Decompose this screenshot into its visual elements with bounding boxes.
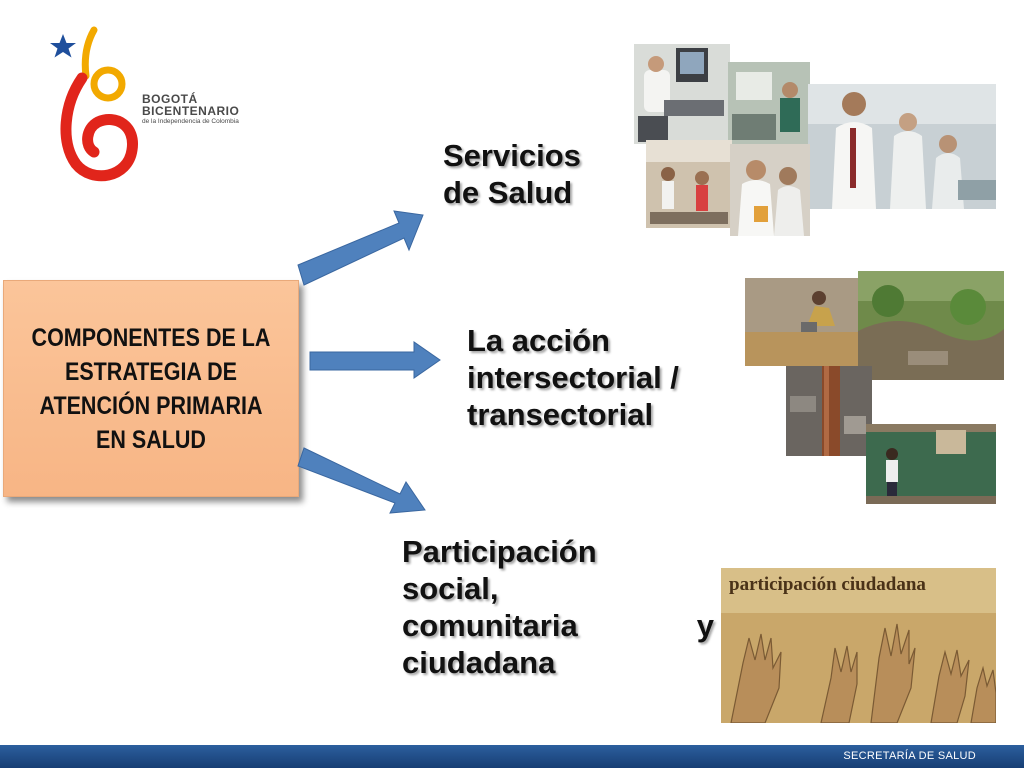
bogota-bicentenario-logo: BOGOTÁ BICENTENARIO de la Independencia … bbox=[48, 26, 278, 186]
arrow-right bbox=[309, 341, 441, 379]
photo-health-doctors bbox=[808, 84, 996, 209]
main-concept-box: COMPONENTES DE LA ESTRATEGIA DE ATENCIÓN… bbox=[3, 280, 299, 497]
label-accion-intersectorial: La acción intersectorial / transectorial bbox=[467, 322, 679, 433]
label-participacion-line3: comunitaria y bbox=[402, 607, 714, 644]
logo-tagline: de la Independencia de Colombia bbox=[142, 118, 239, 125]
arrow-down-right bbox=[297, 447, 426, 514]
label-participacion-line3b: y bbox=[696, 608, 714, 643]
label-participacion-line2: social, bbox=[402, 571, 499, 606]
footer-organization: SECRETARÍA DE SALUD bbox=[843, 750, 976, 762]
photo-participacion-ciudadana: participación ciudadana bbox=[721, 568, 996, 723]
logo-title: BOGOTÁ bbox=[142, 92, 198, 106]
label-participacion: Participación social, comunitaria y ciud… bbox=[402, 533, 714, 681]
bicentenario-emblem-icon bbox=[50, 26, 138, 182]
label-intersectorial-line3: transectorial bbox=[467, 397, 654, 432]
label-participacion-line1: Participación bbox=[402, 534, 597, 569]
photo-classroom bbox=[866, 424, 996, 504]
main-concept-text: COMPONENTES DE LA ESTRATEGIA DE ATENCIÓN… bbox=[31, 323, 271, 454]
label-intersectorial-line1: La acción bbox=[467, 323, 610, 358]
label-participacion-line3a: comunitaria bbox=[402, 608, 578, 643]
photo-pipe-construction bbox=[786, 366, 872, 456]
photo-caption-participacion: participación ciudadana bbox=[729, 574, 926, 595]
label-servicios-salud: Servicios de Salud bbox=[443, 137, 581, 211]
logo-subtitle: BICENTENARIO bbox=[142, 104, 240, 118]
label-intersectorial-line2: intersectorial / bbox=[467, 360, 679, 395]
label-participacion-line4: ciudadana bbox=[402, 645, 556, 680]
arrow-up-right bbox=[297, 210, 424, 286]
footer-bar: SECRETARÍA DE SALUD bbox=[0, 745, 1024, 768]
label-servicios-line2: de Salud bbox=[443, 175, 573, 210]
photo-health-lab bbox=[634, 44, 730, 144]
photo-health-staff bbox=[730, 144, 810, 236]
label-servicios-line1: Servicios bbox=[443, 138, 581, 173]
photo-health-hospital bbox=[728, 62, 810, 146]
photo-water-collection bbox=[745, 278, 859, 366]
photo-health-gym bbox=[646, 140, 732, 228]
photo-landscape-waste bbox=[858, 271, 1004, 380]
